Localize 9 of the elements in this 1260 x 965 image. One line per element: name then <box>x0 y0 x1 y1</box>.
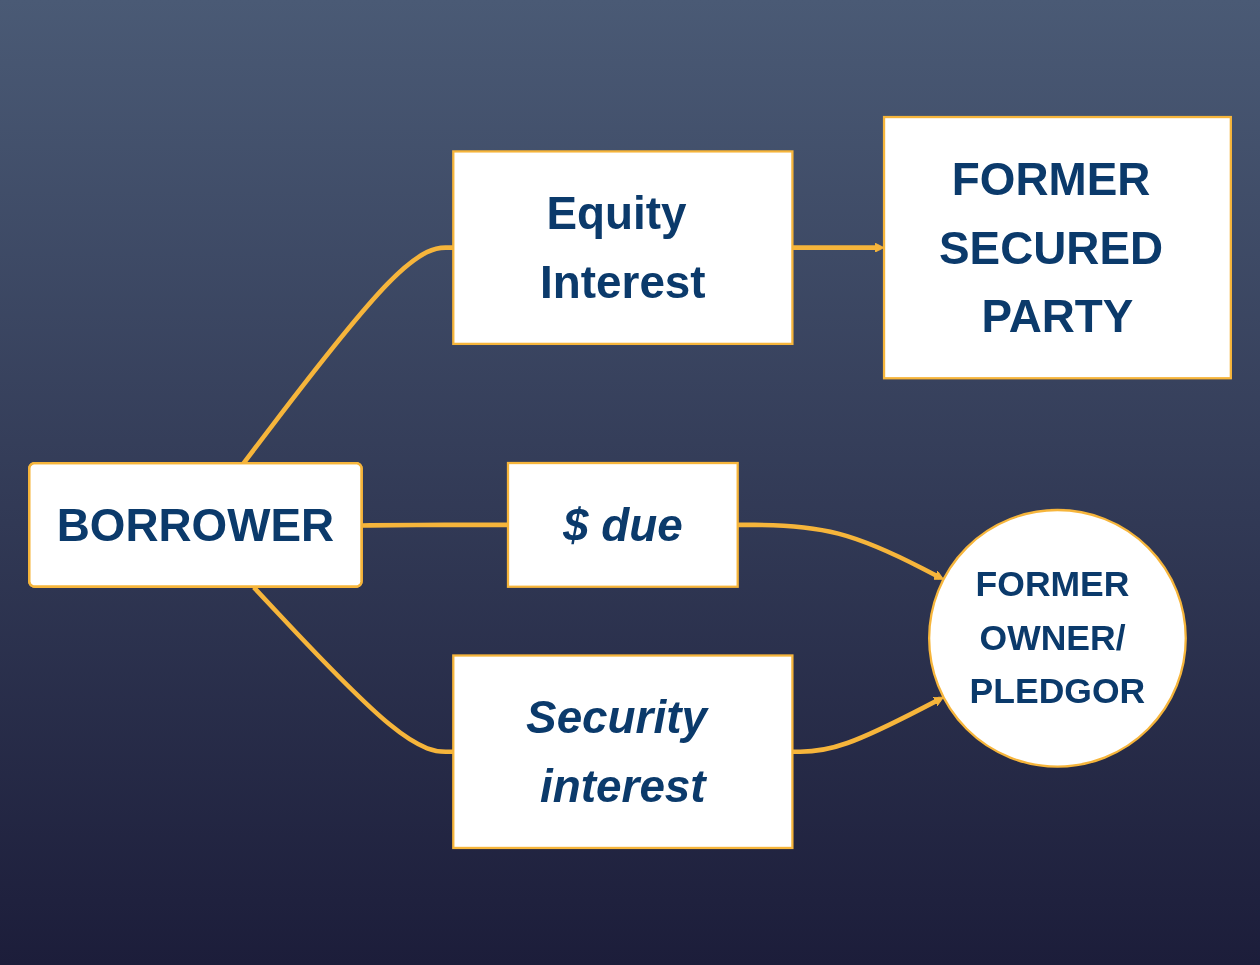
node-box: Equity Interest <box>452 150 794 346</box>
connector <box>362 522 508 528</box>
node-box: FORMER SECURED PARTY <box>882 115 1232 380</box>
node-box: Security interest <box>452 654 794 850</box>
node-box: $ due <box>506 461 739 588</box>
arrow <box>792 696 944 754</box>
node-circle: FORMER OWNER/ PLEDGOR <box>928 508 1187 768</box>
arrow <box>737 522 944 580</box>
arrow <box>792 242 885 253</box>
